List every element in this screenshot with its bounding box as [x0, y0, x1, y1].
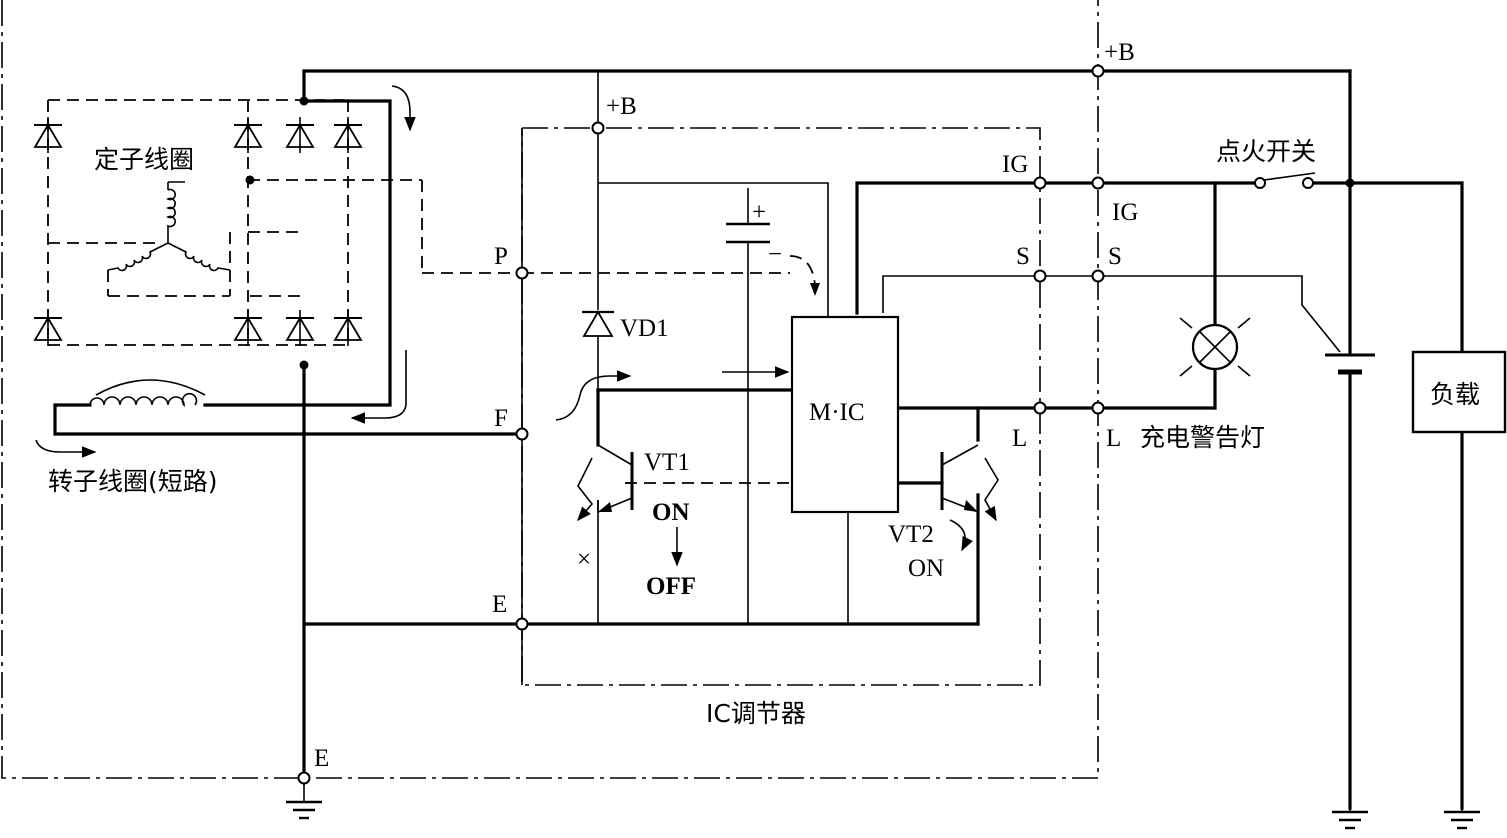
transistor-icon — [577, 444, 634, 522]
vt2-label: VT2 — [888, 521, 934, 548]
vt1-label: VT1 — [644, 449, 690, 476]
terminal-nodes — [297, 64, 1105, 785]
ground-icon — [284, 788, 324, 820]
diode-icon — [33, 309, 63, 347]
ignition-switch-label: 点火开关 — [1216, 137, 1316, 166]
regulator-internal-wiring — [303, 71, 1341, 685]
capacitor-icon: + − — [726, 199, 782, 268]
cross-mark: × — [577, 546, 591, 573]
diode-icon — [33, 116, 63, 154]
diode-icon — [233, 309, 263, 347]
l-inner-label: L — [1012, 425, 1027, 452]
e-ground-label: E — [314, 745, 329, 772]
capacitor-minus-label: − — [768, 241, 782, 268]
load-box: 负载 — [1411, 350, 1507, 434]
diode-icon — [333, 116, 363, 154]
rotor-coil-label: 转子线圈(短路) — [48, 467, 218, 496]
load-label: 负载 — [1430, 380, 1480, 409]
ic-regulator-label: IC调节器 — [706, 699, 806, 728]
capacitor-plus-label: + — [752, 199, 766, 226]
transistor-icon — [940, 444, 999, 552]
diode-icon — [285, 116, 315, 154]
switch-icon — [1254, 172, 1316, 189]
lamp-icon — [1179, 317, 1251, 377]
l-outer-label: L — [1106, 425, 1121, 452]
mic-label: M·IC — [809, 399, 865, 426]
alternator-enclosure — [1, 0, 1099, 779]
vt2-state: ON — [908, 555, 944, 582]
stator-winding-icon — [107, 181, 231, 272]
f-terminal-label: F — [494, 405, 508, 432]
e-inner-label: E — [492, 591, 507, 618]
vd1-label: VD1 — [620, 315, 669, 342]
rectifier-bridge — [33, 99, 522, 347]
rotor-coil-icon — [89, 379, 206, 408]
battery-icon — [1325, 353, 1375, 375]
mic-chip: M·IC — [790, 315, 900, 514]
diode-icon — [233, 116, 263, 154]
vt1-state-from: ON — [652, 499, 690, 526]
charge-lamp-label: 充电警告灯 — [1140, 423, 1265, 452]
p-terminal-label: P — [494, 243, 508, 270]
ground-icon — [1330, 798, 1370, 830]
ig-inner-label: IG — [1002, 151, 1028, 178]
vt1-state-to: OFF — [646, 573, 696, 600]
diode-icon — [582, 310, 614, 337]
diode-icon — [285, 309, 315, 347]
plus-b-top-label: +B — [1104, 39, 1135, 66]
diode-icon — [333, 309, 363, 347]
ground-icon — [1442, 798, 1482, 830]
ig-outer-label: IG — [1112, 199, 1138, 226]
plus-b-inner-label: +B — [606, 93, 637, 120]
s-outer-label: S — [1108, 243, 1122, 270]
s-inner-label: S — [1016, 243, 1030, 270]
stator-coil-label: 定子线圈 — [94, 145, 194, 174]
